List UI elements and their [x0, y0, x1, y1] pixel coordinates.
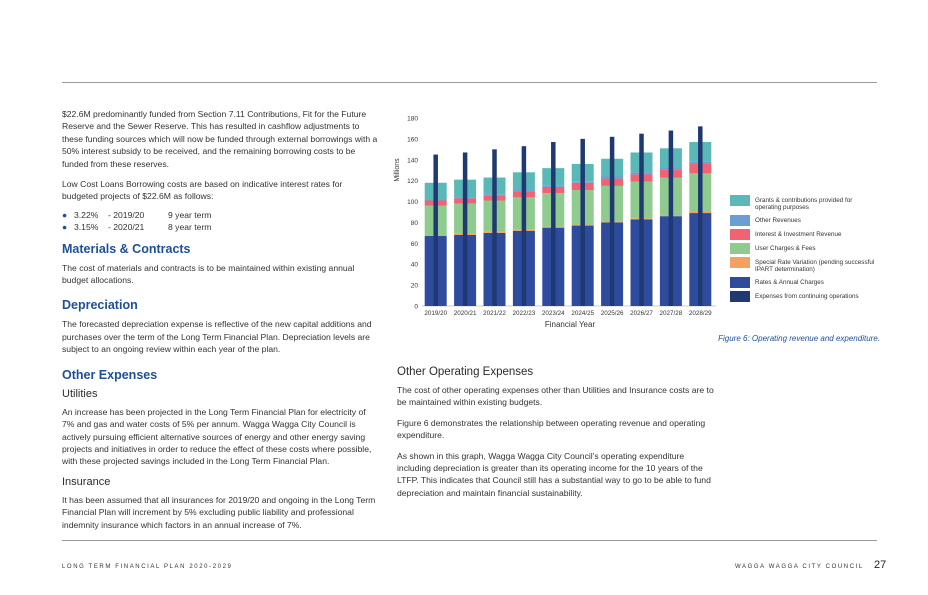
legend-item: Grants & contributions provided for oper… [730, 195, 880, 212]
legend-item: User Charges & Fees [730, 242, 880, 254]
y-tick-label: 140 [407, 157, 418, 164]
x-tick-label: 2019/20 [424, 310, 447, 317]
depreciation-heading: Depreciation [62, 298, 138, 313]
intro-paragraph: $22.6M predominantly funded from Section… [62, 109, 378, 169]
rate-period: - 2019/20 [108, 209, 145, 220]
legend-swatch [730, 242, 750, 254]
utilities-heading: Utilities [62, 387, 98, 400]
y-tick-label: 100 [407, 199, 418, 206]
plot-area: 0 20 40 60 80 100 120 140 160 180 2019/20 2020/21 20… [407, 116, 716, 317]
legend-label: Rates & Annual Charges [755, 278, 824, 286]
loan-rates-intro: Low Cost Loans Borrowing costs are based… [62, 179, 343, 202]
utilities-text: An increase has been projected in the Lo… [62, 406, 372, 467]
y-tick-label: 160 [407, 136, 418, 143]
other-expenses-heading: Other Expenses [62, 367, 158, 382]
x-tick-label: 2025/26 [601, 310, 624, 317]
expense-bar [609, 136, 615, 306]
footer-title: LONG TERM FINANCIAL PLAN 2020-2029 [62, 564, 233, 570]
depreciation-text: The forecasted depreciation expense is r… [62, 319, 372, 355]
y-tick-label: 180 [407, 116, 418, 123]
legend-swatch [730, 290, 750, 302]
rate-value: 3.22% [74, 209, 99, 220]
rate-term: 9 year term [168, 209, 212, 220]
bullet-icon: ● [62, 222, 68, 233]
bullet-icon: ● [62, 209, 68, 220]
legend-swatch [730, 214, 750, 226]
x-tick-label: 2026/27 [630, 310, 653, 317]
footer-org: WAGGA WAGGA CITY COUNCIL [735, 564, 864, 570]
legend-label: Expenses from continuing operations [755, 292, 859, 300]
legend-item: Expenses from continuing operations [730, 290, 880, 302]
insurance-text: It has been assumed that all insurances … [62, 494, 376, 530]
expense-bar [433, 154, 438, 306]
y-tick-label: 80 [411, 220, 419, 227]
x-tick-label: 2021/22 [483, 310, 506, 317]
y-tick-label: 20 [411, 283, 419, 290]
expense-bar [551, 142, 556, 306]
expense-bar [698, 126, 703, 306]
legend-label: User Charges & Fees [755, 244, 816, 252]
legend-item: Rates & Annual Charges [730, 276, 880, 288]
chart-legend: Grants & contributions provided for oper… [730, 195, 880, 305]
x-tick-label: 2020/21 [454, 310, 477, 317]
rate-period: - 2020/21 [108, 222, 145, 233]
legend-swatch [730, 276, 750, 288]
x-axis-label: Financial Year [545, 320, 596, 329]
legend-label: Other Revenues [755, 216, 801, 224]
legend-item: Interest & Investment Revenue [730, 228, 880, 240]
bottom-rule [62, 540, 877, 541]
list-item: ● 3.22% - 2019/20 9 year term [62, 209, 380, 221]
materials-heading: Materials & Contracts [62, 241, 191, 256]
other-operating-para1: The cost of other operating expenses oth… [397, 385, 714, 408]
other-operating-para3: As shown in this graph, Wagga Wagga City… [397, 450, 711, 498]
y-tick-label: 120 [407, 178, 418, 185]
expense-bar [668, 130, 674, 306]
legend-label: Special Rate Variation (pending successf… [755, 258, 875, 274]
legend-swatch [730, 228, 750, 240]
x-tick-label: 2027/28 [660, 310, 683, 317]
x-tick-label: 2023/24 [542, 310, 565, 317]
page-number: 27 [874, 559, 887, 571]
legend-label: Grants & contributions provided for oper… [755, 197, 853, 212]
materials-text: The cost of materials and contracts is t… [62, 262, 355, 286]
y-tick-label: 40 [411, 262, 419, 269]
insurance-heading: Insurance [62, 475, 111, 488]
y-tick-label: 60 [411, 241, 419, 248]
legend-item: Special Rate Variation (pending successf… [730, 256, 880, 274]
x-tick-label: 2022/23 [513, 310, 536, 317]
rate-term: 8 year term [168, 222, 212, 233]
x-tick-label: 2028/29 [689, 310, 712, 317]
left-column: $22.6M predominantly funded from Section… [62, 108, 380, 539]
right-column: Other Operating Expenses The cost of oth… [397, 360, 717, 507]
top-rule [62, 82, 877, 83]
expense-bar [462, 152, 468, 306]
list-item: ● 3.15% - 2020/21 8 year term [62, 221, 380, 233]
loan-rates-list: ● 3.22% - 2019/20 9 year term ● 3.15% - … [62, 209, 380, 234]
legend-label: Interest & Investment Revenue [755, 230, 842, 238]
revenue-expenditure-chart: Millions Financial Year 0 20 40 60 80 100 120 1… [394, 116, 716, 329]
expense-bar [580, 138, 585, 306]
legend-item: Other Revenues [730, 214, 880, 226]
y-tick-label: 0 [414, 304, 418, 311]
legend-swatch [730, 195, 750, 206]
other-operating-para2: Figure 6 demonstrates the relationship b… [397, 417, 706, 441]
y-axis-label: Millions [394, 158, 401, 182]
other-operating-heading: Other Operating Expenses [397, 366, 534, 378]
expense-bar [492, 149, 497, 306]
expense-bar [639, 133, 644, 306]
expense-bar [521, 146, 527, 306]
figure-caption: Figure 6: Operating revenue and expendit… [718, 334, 880, 343]
rate-value: 3.15% [74, 222, 99, 233]
x-tick-label: 2024/25 [571, 310, 594, 317]
legend-swatch [730, 256, 750, 268]
